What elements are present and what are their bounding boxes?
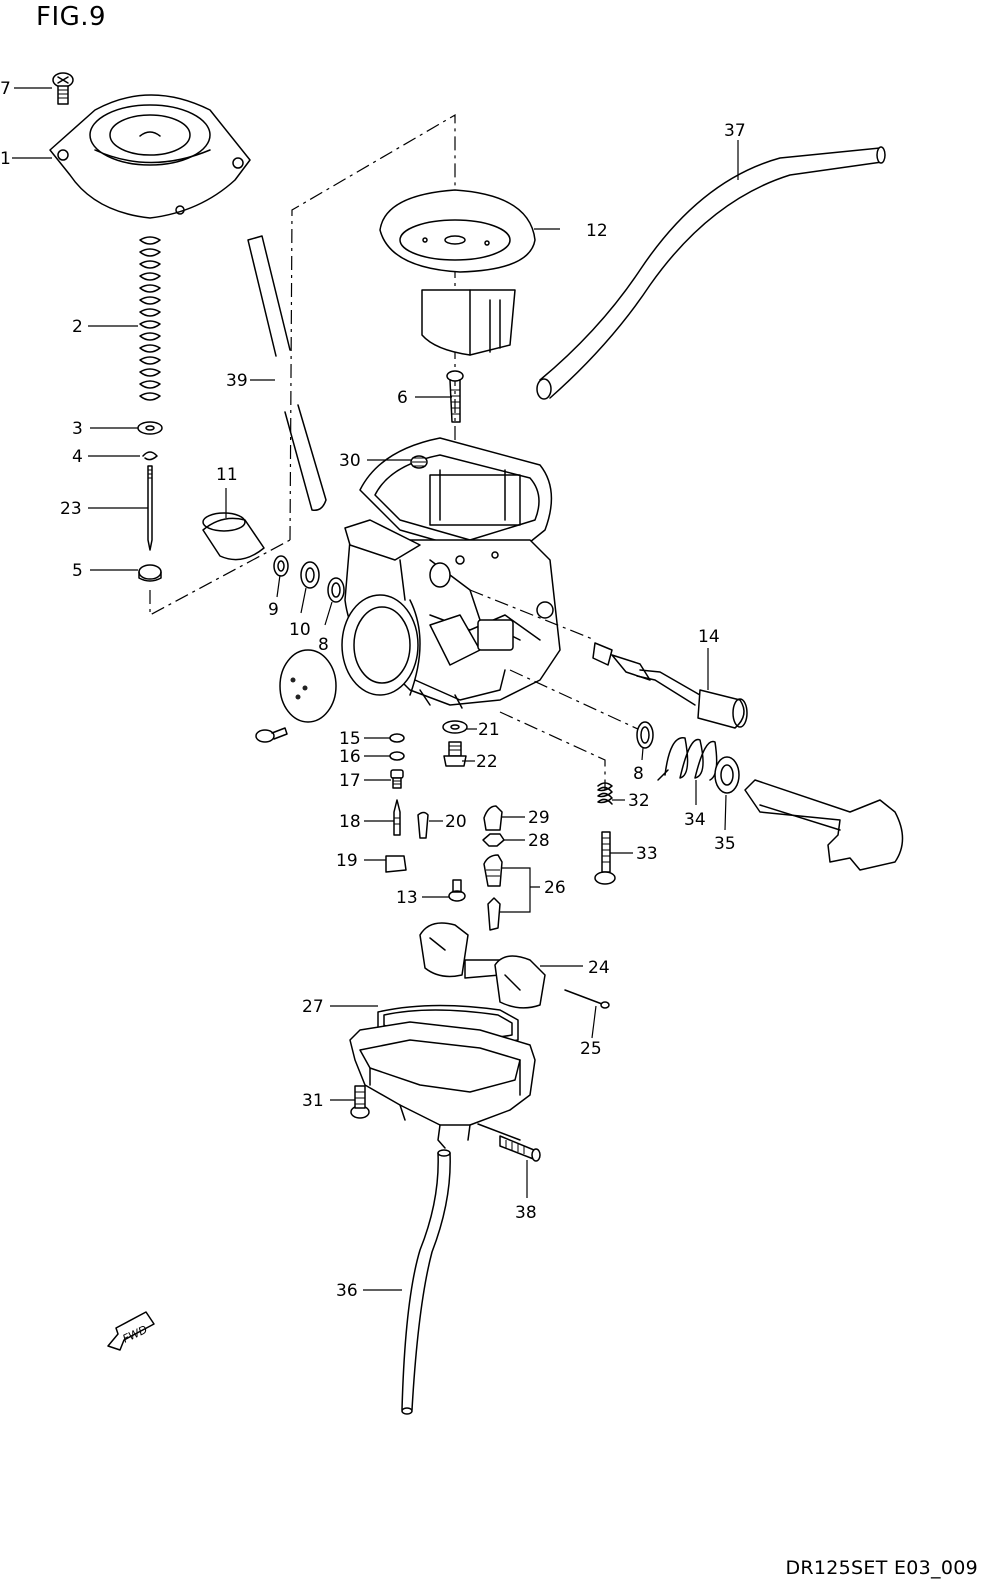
callout-7: 7 bbox=[0, 79, 11, 99]
callout-33: 33 bbox=[636, 844, 658, 864]
part-19-holder[interactable] bbox=[385, 855, 407, 873]
carburetor-body[interactable] bbox=[341, 437, 561, 709]
part-38-drain-screw[interactable] bbox=[477, 1123, 541, 1162]
callout-13: 13 bbox=[396, 888, 418, 908]
part-10-washer[interactable] bbox=[300, 561, 320, 589]
callout-11: 11 bbox=[216, 465, 238, 485]
part-3-washer[interactable] bbox=[137, 421, 163, 435]
callout-24: 24 bbox=[588, 958, 610, 978]
callout-22: 22 bbox=[476, 752, 498, 772]
callout-30: 30 bbox=[339, 451, 361, 471]
part-7-screw[interactable] bbox=[52, 72, 74, 105]
part-26-float-valve[interactable] bbox=[483, 854, 503, 931]
part-32-spring[interactable] bbox=[597, 782, 613, 805]
part-36-drain-hose[interactable] bbox=[401, 1149, 451, 1415]
throttle-lever[interactable] bbox=[744, 779, 904, 871]
callout-36: 36 bbox=[336, 1281, 358, 1301]
part-30-screw[interactable] bbox=[410, 455, 428, 469]
callout-38: 38 bbox=[515, 1203, 537, 1223]
part-28-jet[interactable] bbox=[482, 833, 505, 847]
part-5-needle-retainer[interactable] bbox=[138, 564, 162, 582]
callout-3: 3 bbox=[72, 419, 83, 439]
throttle-plate-screw[interactable] bbox=[255, 727, 288, 743]
part-35-washer[interactable] bbox=[714, 756, 740, 794]
part-20-emulsion-tube[interactable] bbox=[417, 811, 429, 839]
callout-16: 16 bbox=[339, 747, 361, 767]
callout-20: 20 bbox=[445, 812, 467, 832]
part-11-collar[interactable] bbox=[202, 512, 265, 561]
callout-39: 39 bbox=[226, 371, 248, 391]
callout-18: 18 bbox=[339, 812, 361, 832]
callout-15: 15 bbox=[339, 729, 361, 749]
part-22-jet[interactable] bbox=[443, 741, 467, 767]
callout-2: 2 bbox=[72, 317, 83, 337]
callout-26: 26 bbox=[544, 878, 566, 898]
figure-title: FIG.9 bbox=[36, 2, 107, 32]
throttle-valve-plate[interactable] bbox=[279, 649, 337, 723]
callout-28: 28 bbox=[528, 831, 550, 851]
callout-9: 9 bbox=[268, 600, 279, 620]
callout-8-left: 8 bbox=[318, 635, 329, 655]
float-bowl[interactable] bbox=[349, 1021, 536, 1149]
part-16-washer[interactable] bbox=[389, 751, 405, 761]
part-8-o-ring-right[interactable] bbox=[636, 721, 654, 749]
part-2-spring[interactable] bbox=[139, 236, 161, 401]
callout-12: 12 bbox=[586, 221, 608, 241]
part-8-o-ring-left[interactable] bbox=[327, 577, 345, 603]
part-17-jet[interactable] bbox=[390, 769, 404, 789]
callout-4: 4 bbox=[72, 447, 83, 467]
part-29-cap[interactable] bbox=[483, 805, 503, 831]
callout-5: 5 bbox=[72, 561, 83, 581]
callout-21: 21 bbox=[478, 720, 500, 740]
drawing-code: DR125SET E03_009 bbox=[785, 1557, 978, 1579]
callout-17: 17 bbox=[339, 771, 361, 791]
part-9-washer[interactable] bbox=[273, 555, 289, 577]
part-4-clip[interactable] bbox=[142, 451, 158, 461]
part-18-needle-jet[interactable] bbox=[393, 799, 401, 836]
part-1-top-cap[interactable] bbox=[49, 94, 251, 219]
part-33-pilot-screw[interactable] bbox=[594, 831, 616, 885]
fwd-direction-arrow: FWD bbox=[107, 1311, 155, 1351]
part-6-screw[interactable] bbox=[446, 370, 464, 423]
callout-14: 14 bbox=[698, 627, 720, 647]
callout-37: 37 bbox=[724, 121, 746, 141]
callout-6: 6 bbox=[397, 388, 408, 408]
part-34-throttle-spring[interactable] bbox=[657, 737, 718, 781]
callout-31: 31 bbox=[302, 1091, 324, 1111]
part-37-hose[interactable] bbox=[536, 146, 886, 400]
part-25-float-pin[interactable] bbox=[564, 989, 610, 1009]
part-24-float[interactable] bbox=[419, 922, 546, 1009]
callout-23: 23 bbox=[60, 499, 82, 519]
part-12-diaphragm-piston[interactable] bbox=[379, 189, 536, 356]
part-23-jet-needle[interactable] bbox=[147, 465, 153, 551]
part-31-drain-screw[interactable] bbox=[350, 1085, 370, 1119]
callout-8-right: 8 bbox=[633, 764, 644, 784]
leader-lines bbox=[12, 87, 739, 1291]
callout-10: 10 bbox=[289, 620, 311, 640]
callout-34: 34 bbox=[684, 810, 706, 830]
callout-29: 29 bbox=[528, 808, 550, 828]
callout-35: 35 bbox=[714, 834, 736, 854]
part-13-screw[interactable] bbox=[448, 879, 466, 902]
part-15-washer[interactable] bbox=[389, 733, 405, 743]
callout-32: 32 bbox=[628, 791, 650, 811]
part-14-throttle-cable-adjuster[interactable] bbox=[592, 642, 748, 729]
callout-1: 1 bbox=[0, 149, 11, 169]
callout-27: 27 bbox=[302, 997, 324, 1017]
callout-19: 19 bbox=[336, 851, 358, 871]
callout-25: 25 bbox=[580, 1039, 602, 1059]
part-39-tube[interactable] bbox=[247, 235, 327, 512]
callout-labels: 7 1 2 3 4 23 5 39 11 9 10 8 12 37 6 30 1… bbox=[0, 79, 746, 1301]
part-21-washer[interactable] bbox=[442, 720, 468, 734]
